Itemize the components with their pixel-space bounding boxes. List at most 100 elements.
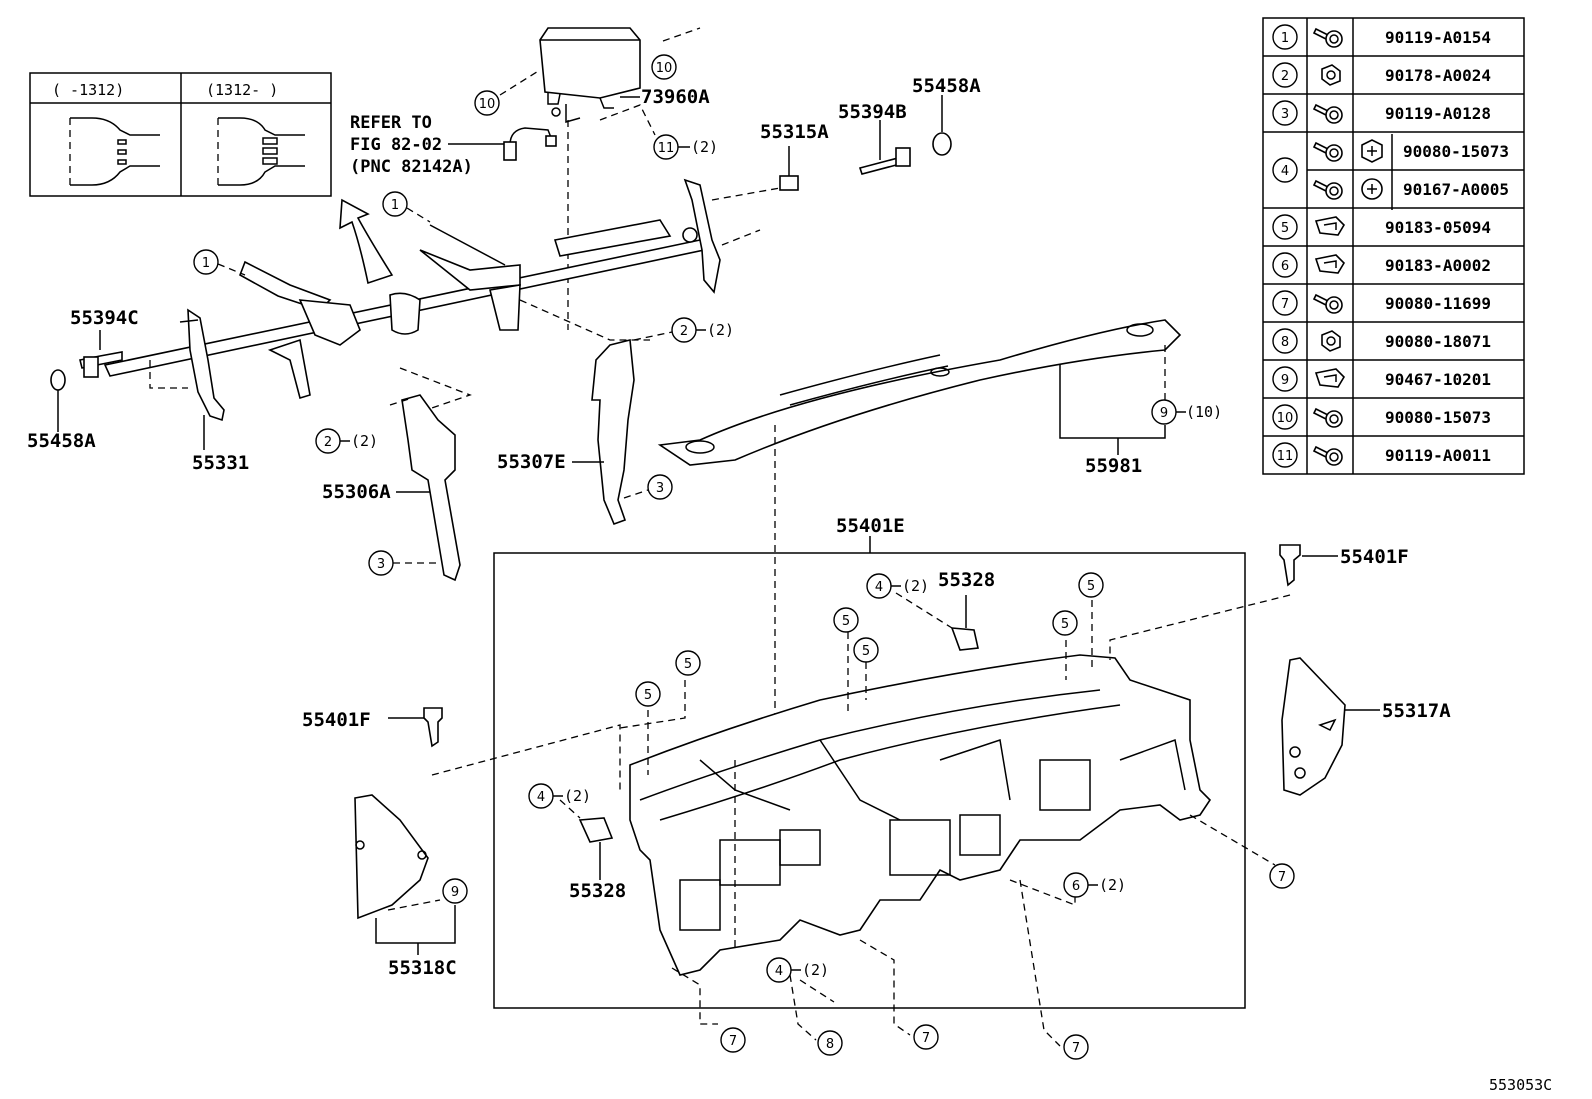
callout-4b: 4 — [528, 783, 554, 809]
diagram-id: 553053C — [1489, 1076, 1552, 1094]
clip-55328-top-icon — [950, 595, 979, 651]
ref-number: 9 — [1281, 373, 1289, 388]
wire-harness-icon — [503, 127, 557, 161]
callout-5f: 5 — [635, 681, 661, 707]
callout-7c: 7 — [913, 1024, 939, 1050]
fastener-row-2: 2 90178-A0024 — [1272, 62, 1491, 88]
callout-1a: 1 — [382, 191, 408, 217]
part-label-55331: 55331 — [192, 452, 249, 474]
refer-line-2: FIG 82-02 — [350, 135, 442, 155]
fastener-row-8: 8 90080-18071 — [1272, 328, 1491, 354]
callout-10b: 10 — [474, 90, 500, 116]
bolt-icon — [1312, 27, 1343, 48]
callout-2a: 2 — [671, 317, 697, 343]
qty-callout-4a: (2) — [902, 577, 929, 595]
hex-head-icon — [1361, 139, 1383, 163]
inset-left-header: ( -1312) — [52, 81, 124, 99]
phillips-head-icon — [1361, 178, 1383, 200]
clip-icon — [1314, 254, 1346, 274]
fastener-part-number: 90080-11699 — [1385, 294, 1491, 313]
qty-callout-4c: (2) — [802, 961, 829, 979]
fastener-part-number: 90080-15073 — [1385, 408, 1491, 427]
svg-text:5: 5 — [644, 688, 652, 703]
revision-inset: ( -1312) (1312- ) — [29, 72, 332, 197]
qty-callout-9: (10) — [1186, 403, 1222, 421]
callout-2b: 2 — [315, 428, 341, 454]
fastener-row-4: 90167-A0005 — [1312, 178, 1509, 200]
svg-text:5: 5 — [842, 614, 850, 629]
ref-number: 5 — [1281, 221, 1289, 236]
part-label-55981: 55981 — [1085, 455, 1142, 477]
part-label-55307E: 55307E — [497, 451, 566, 473]
svg-text:10: 10 — [479, 97, 496, 112]
part-label-55394C: 55394C — [70, 307, 139, 329]
fastener-row-5: 5 90183-05094 — [1272, 214, 1491, 240]
bolt-icon — [1312, 407, 1343, 428]
qty-callout-11: (2) — [691, 138, 718, 156]
fastener-part-number: 90080-18071 — [1385, 332, 1491, 351]
clip-icon — [1314, 216, 1346, 236]
svg-text:2: 2 — [680, 324, 688, 339]
callout-3b: 3 — [368, 550, 394, 576]
bracket-55307E — [591, 338, 635, 526]
ref-circle-10 — [1272, 404, 1298, 430]
svg-text:5: 5 — [862, 644, 870, 659]
bolt-icon — [1312, 141, 1343, 162]
fastener-part-number: 90119-A0128 — [1385, 104, 1491, 123]
steering-support-beam — [103, 178, 721, 422]
ref-number: 6 — [1281, 259, 1289, 274]
fastener-table: 1 90119-A0154 2 90178-A0024 3 90119-A0128 4 — [1262, 17, 1525, 475]
bolt-icon — [1312, 179, 1343, 200]
callout-5d: 5 — [853, 637, 879, 663]
ref-number: 4 — [1281, 164, 1289, 179]
connector-sketch-icon — [262, 137, 278, 165]
washer-55458A-icon — [50, 369, 66, 391]
clip-55328-left-icon — [578, 817, 614, 880]
callout-3a: 3 — [647, 474, 673, 500]
callout-5b: 5 — [833, 607, 859, 633]
part-label-55315A: 55315A — [760, 121, 829, 143]
part-label-73960A: 73960A — [641, 86, 710, 108]
fastener-part-number: 90183-05094 — [1385, 218, 1491, 237]
pin-55401F-left-icon — [388, 707, 443, 748]
part-label-55318C: 55318C — [388, 957, 457, 979]
callout-1b: 1 — [193, 249, 219, 275]
callout-7a: 7 — [1269, 863, 1295, 889]
svg-text:6: 6 — [1072, 879, 1080, 894]
svg-text:3: 3 — [377, 557, 385, 572]
connector-sketch-icon — [117, 139, 127, 165]
fastener-part-number: 90080-15073 — [1403, 142, 1509, 161]
ref-circle-7 — [1272, 290, 1298, 316]
svg-text:7: 7 — [1278, 870, 1286, 885]
pin-55401F-right-icon — [1279, 544, 1338, 587]
callout-5a: 5 — [1078, 572, 1104, 598]
callout-7b: 7 — [720, 1027, 746, 1053]
ref-circle-2 — [1272, 62, 1298, 88]
callout-9a: 9 — [1151, 399, 1177, 425]
qty-callout-2b: (2) — [351, 432, 378, 450]
bolt-icon — [1312, 103, 1343, 124]
svg-text:9: 9 — [451, 885, 459, 900]
svg-text:5: 5 — [1087, 579, 1095, 594]
fastener-row-3: 3 90119-A0128 — [1272, 100, 1491, 126]
fastener-part-number: 90178-A0024 — [1385, 66, 1491, 85]
part-label-55401F-left: 55401F — [302, 709, 371, 731]
fastener-row-4: 4 90080-15073 — [1272, 139, 1509, 183]
svg-text:11: 11 — [658, 141, 675, 156]
part-label-55458A-right: 55458A — [912, 75, 981, 97]
part-label-55458A-left: 55458A — [27, 430, 96, 452]
ref-circle-5 — [1272, 214, 1298, 240]
part-label-55317A: 55317A — [1382, 700, 1451, 722]
ref-number: 1 — [1281, 31, 1289, 46]
fastener-part-number: 90119-A0154 — [1385, 28, 1491, 47]
ref-number: 8 — [1281, 335, 1289, 350]
instrument-panel-55401E — [629, 654, 1212, 976]
svg-text:4: 4 — [537, 790, 545, 805]
svg-text:9: 9 — [1160, 406, 1168, 421]
callout-11: 11 — [653, 134, 679, 160]
bolt-55394B-icon — [858, 120, 911, 175]
part-label-55394B: 55394B — [838, 101, 907, 123]
bolt-55394C-icon — [79, 351, 123, 378]
side-cover-55317A — [1281, 657, 1380, 796]
washer-55458A-right-icon — [932, 132, 952, 156]
